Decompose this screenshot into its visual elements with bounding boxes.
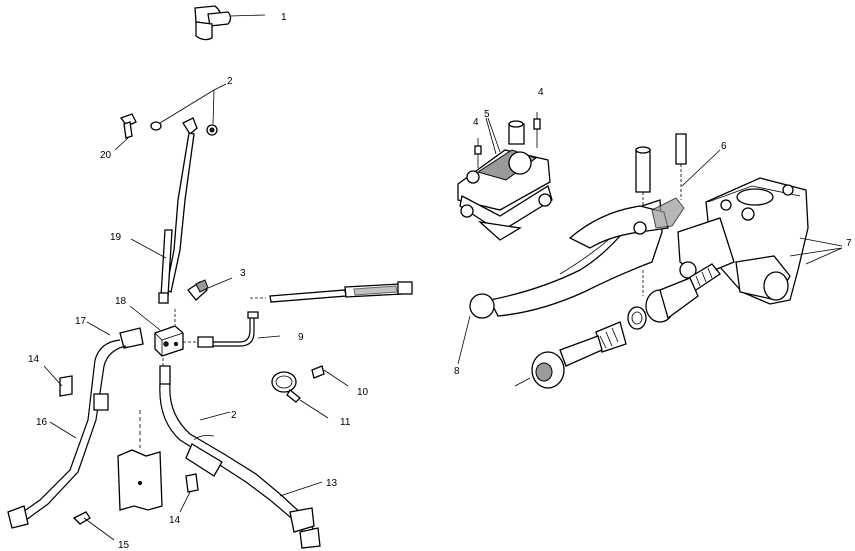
- fitting-3: [187, 277, 233, 301]
- callout-11: 11: [340, 417, 351, 428]
- callout-10: 10: [357, 387, 369, 398]
- callout-14-bottom: 14: [169, 515, 181, 526]
- callout-15: 15: [118, 540, 130, 551]
- callout-4-right: 4: [538, 87, 544, 98]
- callout-17: 17: [75, 316, 87, 327]
- callout-14-left: 14: [28, 354, 40, 365]
- mounting-bracket: [72, 410, 199, 541]
- callout-19: 19: [110, 232, 122, 243]
- callout-9: 9: [298, 332, 304, 343]
- callout-labels: 1 2 2 3 4 4 5 6 7 8 9 10 11 13 14 14 15 …: [28, 12, 852, 551]
- left-hose-17-16: [7, 321, 144, 529]
- callout-7: 7: [846, 238, 852, 249]
- callout-2-bottom: 2: [231, 410, 237, 421]
- callout-4-left: 4: [473, 117, 479, 128]
- callout-13: 13: [326, 478, 338, 489]
- junction-block: [129, 305, 197, 372]
- callout-3: 3: [240, 268, 246, 279]
- right-hose-12-13: [159, 365, 323, 549]
- callout-16: 16: [36, 417, 48, 428]
- callout-6: 6: [721, 141, 727, 152]
- callout-8: 8: [454, 366, 460, 377]
- upper-banjo-assembly: [114, 83, 227, 304]
- brake-line-9: [197, 281, 413, 348]
- master-cylinder-assembly: [457, 112, 843, 389]
- tee-fitting: [194, 5, 266, 41]
- clamp-10-11: [271, 365, 349, 419]
- callout-2-top: 2: [227, 76, 233, 87]
- callout-1: 1: [281, 12, 287, 23]
- callout-5: 5: [484, 109, 490, 120]
- callout-20: 20: [100, 150, 112, 161]
- callout-18: 18: [115, 296, 127, 307]
